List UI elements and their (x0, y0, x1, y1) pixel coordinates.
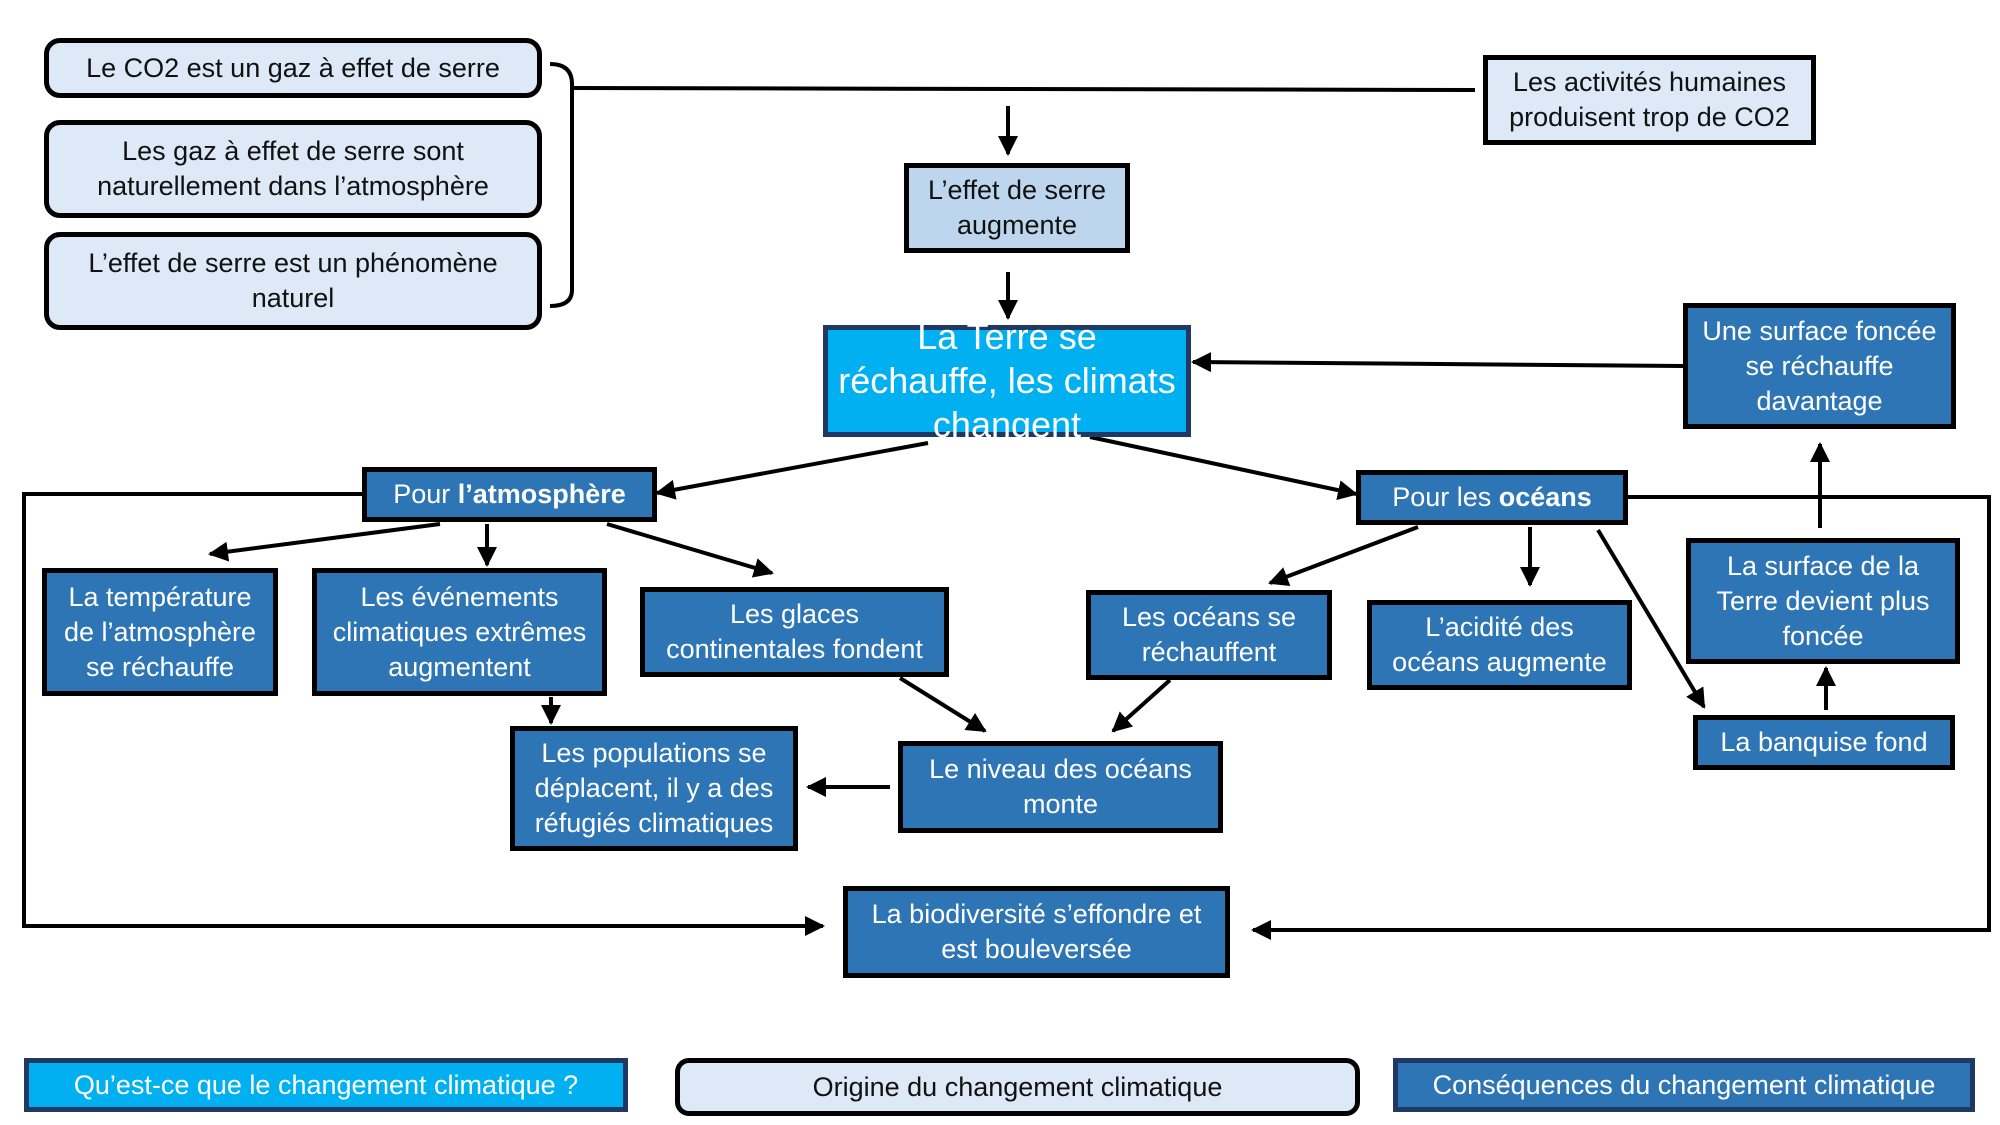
arrow-oceans-to-biodiversite (1251, 495, 1991, 940)
origins-bracket (549, 62, 574, 308)
arrow-oceans-to-banquise (1596, 528, 1706, 709)
arrow-terre-to-oceans (1089, 435, 1358, 501)
legend-origin: Origine du changement climatique (675, 1058, 1360, 1116)
pour-atmosphere-bold: l’atmosphère (457, 479, 626, 509)
bracket-to-activities-line (571, 86, 1476, 92)
arrow-atmo-to-temperature (208, 522, 441, 562)
node-pour-oceans: Pour les océans (1356, 470, 1628, 525)
legend-consequence: Conséquences du changement climatique (1393, 1058, 1975, 1112)
pour-oceans-prefix: Pour les (1392, 482, 1499, 512)
arrow-atmo-to-glaces (606, 522, 774, 578)
node-temperature-atmosphere: La température de l’atmosphère se réchau… (42, 568, 278, 696)
arrow-glaces-to-niveau (898, 676, 987, 733)
node-populations-deplacent: Les populations se déplacent, il y a des… (510, 726, 798, 851)
node-glaces-continentales: Les glaces continentales fondent (640, 587, 949, 677)
node-biodiversite: La biodiversité s’effondre et est boulev… (843, 886, 1230, 978)
arrow-terre-to-atmosphere (655, 441, 929, 500)
node-surface-foncee-rechauffe: Une surface foncée se réchauffe davantag… (1683, 303, 1956, 429)
node-co2-gaz: Le CO2 est un gaz à effet de serre (44, 38, 542, 98)
node-acidite-oceans: L’acidité des océans augmente (1367, 600, 1632, 690)
node-surface-terre-foncee: La surface de la Terre devient plus fonc… (1686, 538, 1960, 664)
node-gaz-naturels: Les gaz à effet de serre sont naturellem… (44, 120, 542, 218)
arrow-atmosphere-to-biodiversite (22, 492, 825, 936)
node-effet-augmente: L’effet de serre augmente (904, 163, 1130, 253)
node-activites-humaines: Les activités humaines produisent trop d… (1483, 55, 1816, 145)
pour-atmosphere-prefix: Pour (393, 479, 458, 509)
arrow-oceans-to-rechauffent (1268, 525, 1419, 586)
node-evenements-extremes: Les événements climatiques extrêmes augm… (312, 568, 607, 696)
node-effet-naturel: L’effet de serre est un phénomène nature… (44, 232, 542, 330)
pour-oceans-bold: océans (1498, 482, 1592, 512)
arrow-rechauffent-to-niveau (1111, 678, 1172, 733)
node-banquise-fond: La banquise fond (1693, 715, 1955, 770)
node-oceans-rechauffent: Les océans se réchauffent (1086, 590, 1332, 680)
node-terre-rechauffe: La Terre se réchauffe, les climats chang… (823, 316, 1191, 445)
arrow-surface-to-terre (1191, 352, 1684, 373)
node-niveau-oceans: Le niveau des océans monte (898, 741, 1223, 833)
node-pour-atmosphere: Pour l’atmosphère (362, 467, 657, 522)
legend-question: Qu’est-ce que le changement climatique ? (24, 1058, 628, 1112)
